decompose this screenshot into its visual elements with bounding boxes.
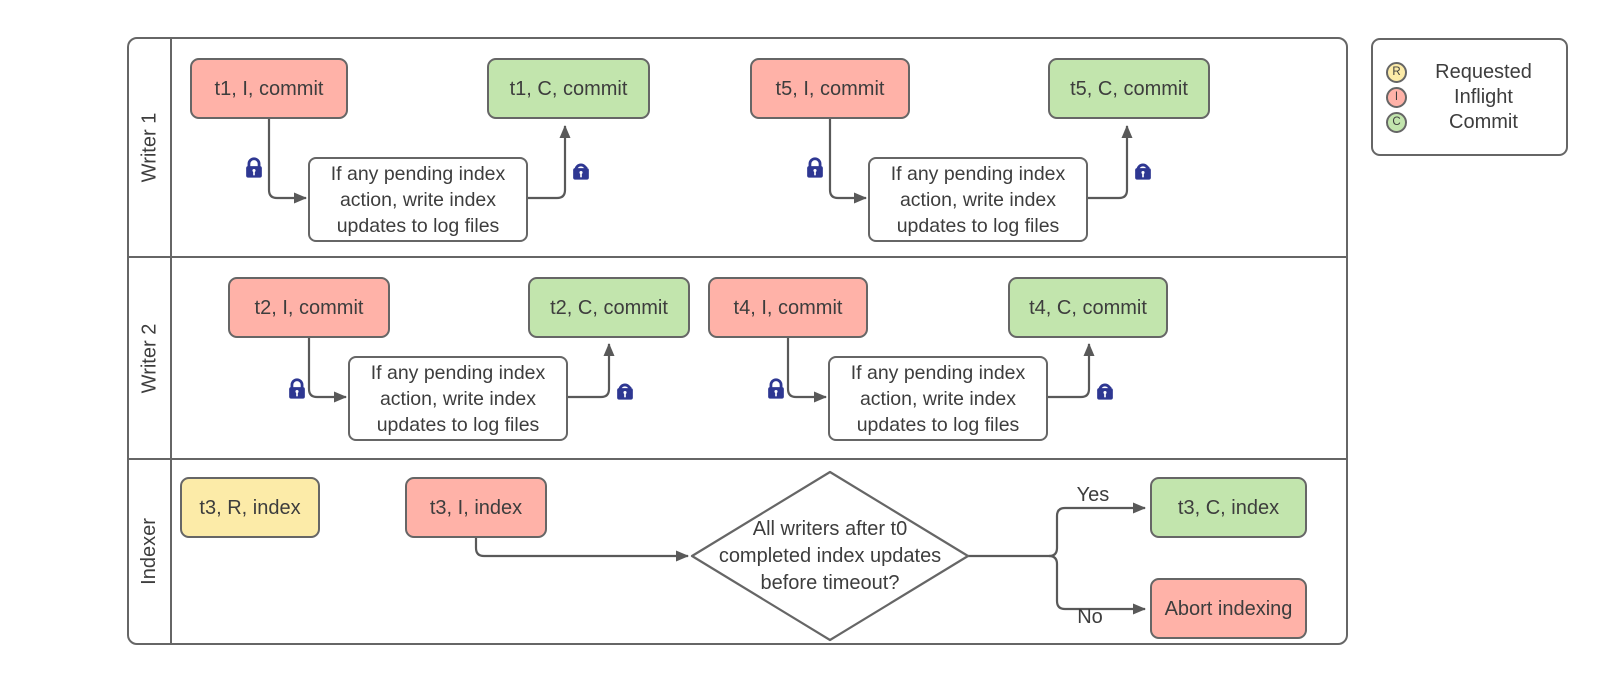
process-box-writer2-2: If any pending index action, write index… xyxy=(828,356,1048,441)
state-box-t1-inflight: t1, I, commit xyxy=(190,58,348,119)
decision-text: All writers after t0 completed index upd… xyxy=(718,518,942,594)
state-box-t3-inflight: t3, I, index xyxy=(405,477,547,538)
state-box-t2-commit: t2, C, commit xyxy=(528,277,690,338)
state-box-t4-commit: t4, C, commit xyxy=(1008,277,1168,338)
legend-label: Requested xyxy=(1435,60,1532,83)
yes-edge-label: Yes xyxy=(1076,484,1110,506)
inflight-state-icon: I xyxy=(1386,86,1407,108)
state-box-t4-inflight: t4, I, commit xyxy=(708,277,868,338)
legend-row-requested: R Requested xyxy=(1386,60,1566,85)
lane-separator xyxy=(129,457,1346,460)
state-box-t1-commit: t1, C, commit xyxy=(487,58,650,119)
lane-label-indexer: Indexer xyxy=(138,518,160,585)
state-box-t3-commit: t3, C, index xyxy=(1150,477,1307,538)
requested-state-icon: R xyxy=(1386,61,1407,83)
swimlane-pool: Writer 1 Writer 2 Indexer xyxy=(127,37,1348,645)
commit-state-icon: C xyxy=(1386,111,1407,133)
state-box-t5-inflight: t5, I, commit xyxy=(750,58,910,119)
process-box-writer2-1: If any pending index action, write index… xyxy=(348,356,568,441)
state-box-t2-inflight: t2, I, commit xyxy=(228,277,390,338)
lane-separator xyxy=(129,255,1346,258)
legend-label: Inflight xyxy=(1454,85,1513,108)
state-box-t5-commit: t5, C, commit xyxy=(1048,58,1210,119)
legend-row-commit: C Commit xyxy=(1386,110,1566,135)
lane-label-writer2: Writer 2 xyxy=(138,323,161,393)
legend-label: Commit xyxy=(1449,110,1518,133)
lane-label-writer1: Writer 1 xyxy=(138,112,161,183)
legend-row-inflight: I Inflight xyxy=(1386,85,1566,110)
no-edge-label: No xyxy=(1077,606,1103,628)
lane-label-column-divider xyxy=(170,39,173,643)
legend: R Requested I Inflight C Commit xyxy=(1371,38,1568,156)
process-box-writer1-2: If any pending index action, write index… xyxy=(868,157,1088,242)
process-box-writer1-1: If any pending index action, write index… xyxy=(308,157,528,242)
abort-indexing-box: Abort indexing xyxy=(1150,578,1307,639)
state-box-t3-requested: t3, R, index xyxy=(180,477,320,538)
